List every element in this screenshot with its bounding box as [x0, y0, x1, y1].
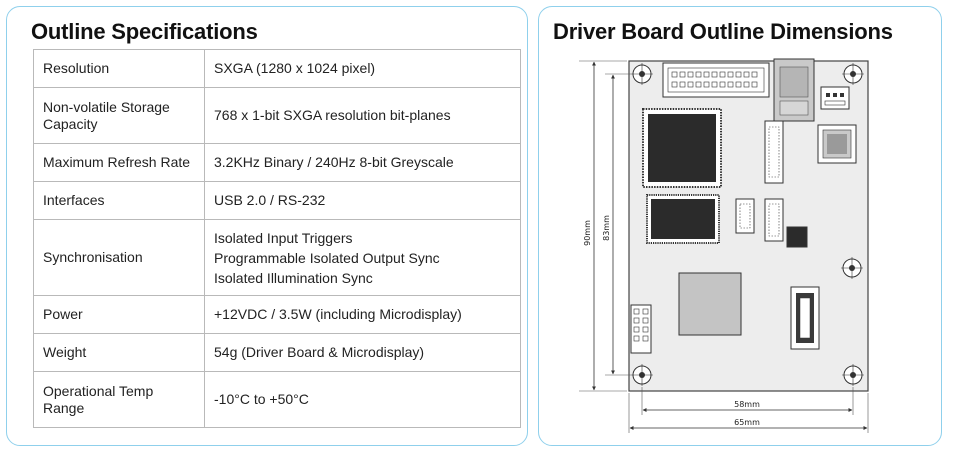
inductor-component — [817, 124, 857, 164]
small-connector — [735, 198, 755, 234]
dimension-label-65mm: 65mm — [734, 418, 760, 427]
dimension-height-outer: 90mm — [579, 60, 627, 392]
table-row: Non-volatile Storage Capacity 768 x 1-bi… — [33, 87, 521, 144]
specifications-title: Outline Specifications — [31, 19, 258, 44]
row-label: Weight — [33, 333, 205, 372]
microdisplay-connector — [790, 286, 820, 350]
table-row: Operational Temp Range -10°C to +50°C — [33, 371, 521, 428]
row-value: 3.2KHz Binary / 240Hz 8-bit Greyscale — [204, 143, 521, 182]
microprocessor-chip — [642, 108, 722, 188]
dimension-width-outer: 65mm — [628, 393, 869, 433]
row-label: Power — [33, 295, 205, 334]
board-drawing-title: Driver Board Outline Dimensions — [553, 19, 893, 44]
row-value: -10°C to +50°C — [204, 371, 521, 428]
dimension-label-83mm: 83mm — [602, 215, 611, 241]
power-connector — [820, 86, 850, 110]
row-label: Synchronisation — [33, 219, 205, 296]
ribbon-header-connector — [662, 62, 770, 98]
memory-chip — [646, 194, 720, 244]
row-label: Interfaces — [33, 181, 205, 220]
table-row: Power +12VDC / 3.5W (including Microdisp… — [33, 295, 521, 334]
table-row: Maximum Refresh Rate 3.2KHz Binary / 240… — [33, 143, 521, 182]
driver-board-dimensions-panel: Driver Board Outline Dimensions — [538, 6, 942, 446]
row-value-line: Programmable Isolated Output Sync — [214, 249, 440, 266]
table-row: Interfaces USB 2.0 / RS-232 — [33, 181, 521, 220]
table-row: Weight 54g (Driver Board & Microdisplay) — [33, 333, 521, 372]
row-value: Isolated Input Triggers Programmable Iso… — [204, 219, 521, 296]
board-outline-drawing: 90mm 83mm 58mm 65mm — [579, 58, 869, 433]
row-value-line: Isolated Input Triggers — [214, 229, 353, 246]
mounting-hole-icon — [842, 63, 864, 85]
ffc-connector — [764, 198, 784, 242]
specifications-table: Resolution SXGA (1280 x 1024 pixel) Non-… — [33, 49, 521, 428]
dimension-width-inner: 58mm — [641, 387, 854, 415]
row-value: 768 x 1-bit SXGA resolution bit-planes — [204, 87, 521, 144]
mounting-hole-icon — [842, 364, 864, 386]
row-label: Operational Temp Range — [33, 371, 205, 428]
dimension-label-90mm: 90mm — [583, 220, 592, 246]
row-value: +12VDC / 3.5W (including Microdisplay) — [204, 295, 521, 334]
row-value-line: Isolated Illumination Sync — [214, 269, 373, 286]
dimension-label-58mm: 58mm — [734, 400, 760, 409]
ffc-connector — [764, 120, 784, 184]
row-value: SXGA (1280 x 1024 pixel) — [204, 49, 521, 88]
row-value: 54g (Driver Board & Microdisplay) — [204, 333, 521, 372]
row-label: Resolution — [33, 49, 205, 88]
outline-specifications-panel: Outline Specifications Resolution SXGA (… — [6, 6, 528, 446]
mounting-hole-icon — [841, 257, 863, 279]
table-row: Resolution SXGA (1280 x 1024 pixel) — [33, 49, 521, 88]
mounting-hole-icon — [631, 63, 653, 85]
fpga-chip — [678, 272, 742, 336]
row-value: USB 2.0 / RS-232 — [204, 181, 521, 220]
table-row: Synchronisation Isolated Input Triggers … — [33, 219, 521, 296]
mounting-hole-icon — [631, 364, 653, 386]
row-label: Maximum Refresh Rate — [33, 143, 205, 182]
usb-connector — [773, 58, 815, 122]
dimension-height-inner: 83mm — [602, 73, 631, 376]
pin-header — [630, 304, 652, 354]
small-ic — [786, 226, 808, 248]
row-label: Non-volatile Storage Capacity — [33, 87, 205, 144]
